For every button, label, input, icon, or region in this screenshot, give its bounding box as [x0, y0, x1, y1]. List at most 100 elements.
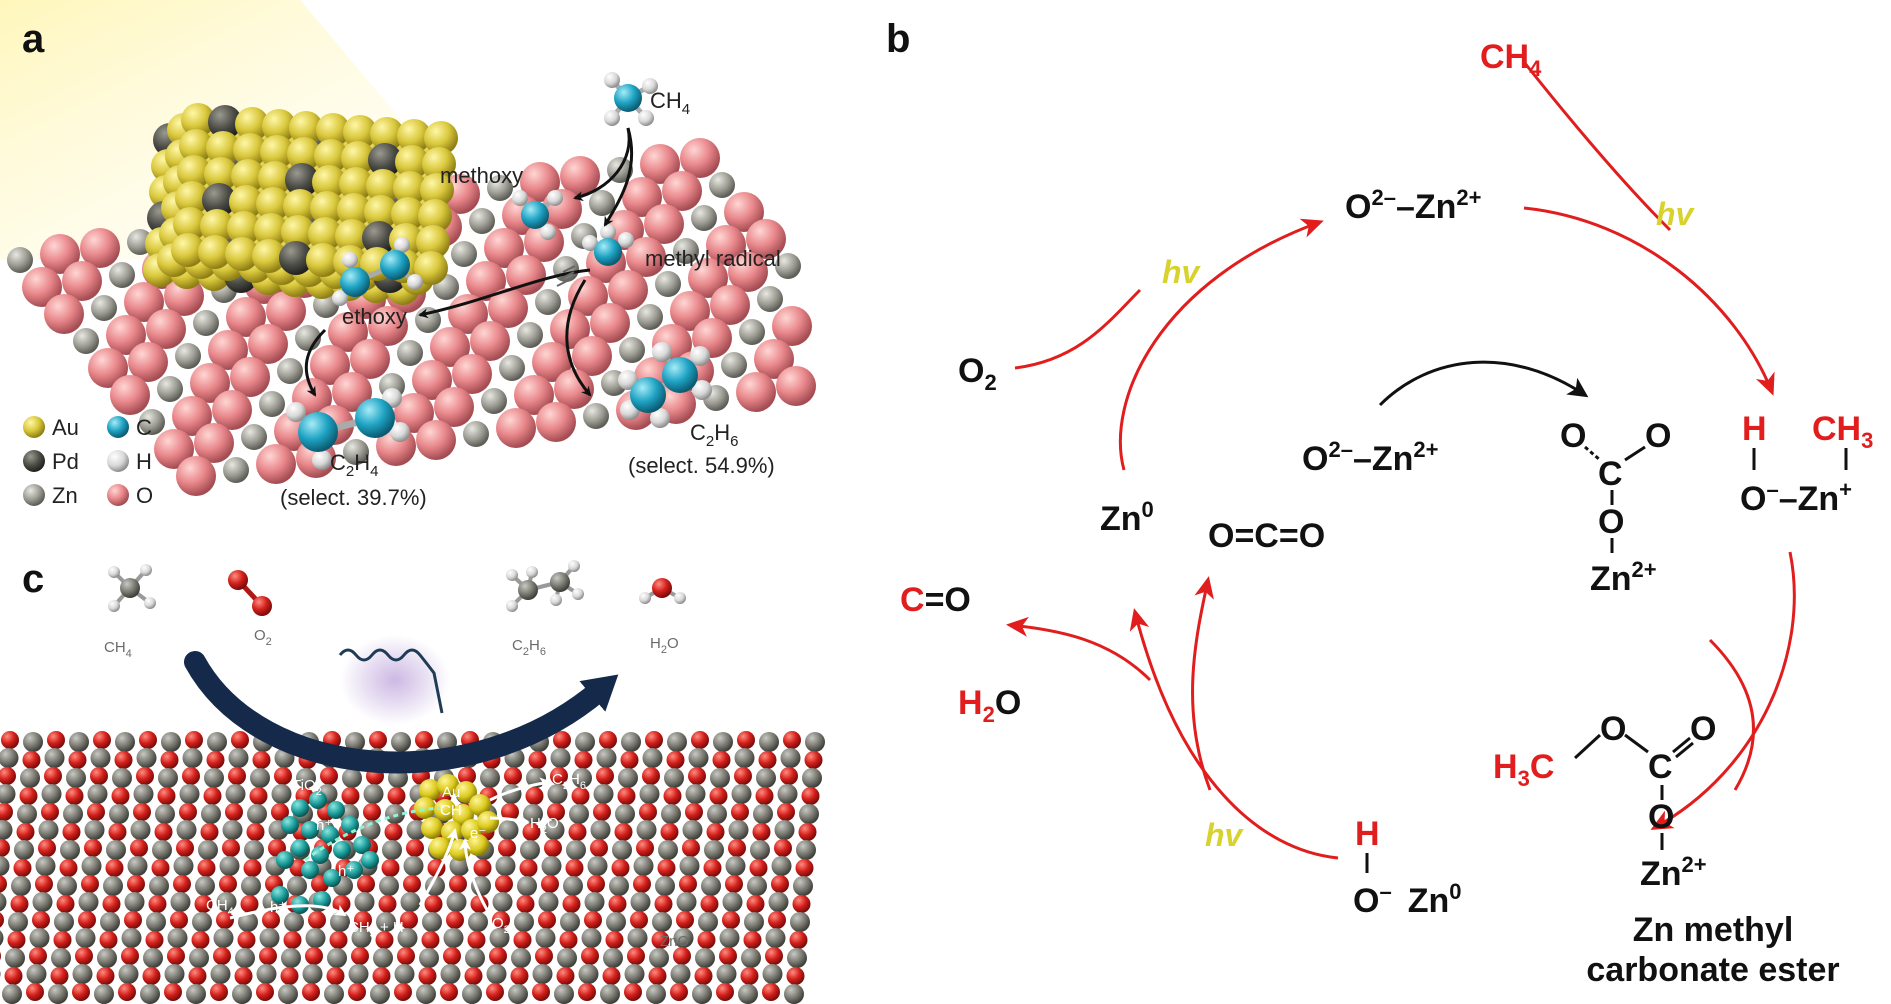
o-atom [593, 803, 611, 821]
o-atom [578, 983, 596, 1001]
zn-atom [106, 840, 126, 860]
zn-atom [550, 748, 571, 768]
zn-atom [587, 856, 608, 876]
zn-atom [498, 820, 519, 840]
au-atom [306, 243, 340, 277]
zn-atom [109, 804, 129, 824]
o-atom [430, 327, 470, 367]
o-atom [387, 787, 406, 805]
zn-atom [2, 984, 22, 1004]
h-atom [407, 274, 423, 290]
label-c2h4-selectivity: (select. 39.7%) [280, 485, 427, 510]
o-atom [234, 967, 253, 985]
o-atom [249, 787, 268, 805]
o-atom [248, 324, 288, 364]
zn-atom [487, 175, 513, 201]
zn-atom [554, 984, 574, 1004]
au-atom [469, 794, 491, 816]
o-atom [75, 947, 93, 965]
o-atom [0, 767, 16, 785]
o-atom [240, 895, 259, 913]
o-atom [348, 983, 366, 1001]
o-atom [62, 823, 81, 841]
legend-pd-swatch [23, 450, 45, 472]
zn-atom [535, 289, 561, 315]
o-atom [130, 839, 148, 857]
zn-atom [768, 892, 789, 912]
o-atom [670, 291, 710, 331]
ester-o-bottom: O [1648, 798, 1674, 836]
zn-atom [676, 892, 697, 912]
o-atom [179, 803, 197, 821]
o-atom [176, 839, 194, 857]
label-tio2: TiO2 [292, 777, 322, 798]
pd-atom [362, 221, 396, 255]
h-atom [618, 370, 638, 390]
o-atom [93, 731, 111, 749]
au-atom [314, 139, 348, 173]
zn-atom [486, 964, 507, 984]
zn-atom [636, 820, 657, 840]
zn-atom [0, 820, 13, 840]
o-atom [627, 947, 645, 965]
o-atom [676, 911, 694, 929]
label-c-ch4: CH4 [104, 639, 132, 660]
o-atom [662, 171, 702, 211]
o-atom [176, 456, 216, 496]
o-atom [62, 261, 102, 301]
o-atom [59, 859, 78, 877]
zn-atom [744, 912, 764, 932]
zn-atom [584, 892, 605, 912]
h-atom [642, 78, 658, 94]
o-atom [443, 947, 461, 965]
hv-label-left: hv [1162, 254, 1202, 290]
o-atom [194, 895, 213, 913]
o-atom [608, 270, 648, 310]
o-atom [375, 931, 394, 949]
o-atom [400, 911, 418, 929]
zn-atom [278, 984, 298, 1004]
zn-atom [63, 804, 83, 824]
zn-atom [149, 876, 169, 896]
label-ch4: CH4 [650, 88, 690, 118]
zn-atom [443, 928, 464, 948]
o-atom [102, 895, 121, 913]
zn-atom [793, 876, 813, 896]
o-atom [68, 751, 87, 769]
zn-atom [0, 856, 10, 876]
arrow-o2-merge [1014, 288, 1142, 370]
panel-letter-b: b [886, 17, 910, 61]
o-atom [363, 803, 381, 821]
o-atom [734, 767, 752, 785]
zn-atom [583, 403, 609, 429]
h-atom [690, 346, 710, 366]
zn-atom [75, 928, 96, 948]
o-atom [626, 237, 666, 277]
o-atom [351, 947, 369, 965]
label-au: Au [442, 784, 460, 801]
o-atom [706, 225, 746, 265]
zn-atom [87, 784, 108, 804]
tio2-atom [321, 826, 339, 844]
zn-atom [121, 928, 142, 948]
o-atom [128, 342, 168, 382]
o-atom [801, 787, 820, 805]
h-atom [390, 422, 410, 442]
zn-atom [17, 804, 37, 824]
au-atom [337, 193, 371, 227]
panel-a: a CH4 methoxy methyl radical ethoxy C2H4… [0, 0, 816, 510]
zn-atom [771, 856, 792, 876]
zn-atom [713, 732, 733, 752]
hole-label-3: h⁺ [270, 899, 286, 916]
o-atom [489, 947, 507, 965]
au-atom [341, 141, 375, 175]
zn-atom [198, 840, 218, 860]
zn-atom [0, 970, 1, 978]
o-atom [190, 363, 230, 403]
zn-atom [100, 912, 120, 932]
o-atom [538, 911, 556, 929]
label-c2h6-selectivity: (select. 54.9%) [628, 453, 775, 478]
zn-atom [451, 241, 477, 267]
zn-atom [164, 964, 185, 984]
tio2-atom [291, 799, 309, 817]
